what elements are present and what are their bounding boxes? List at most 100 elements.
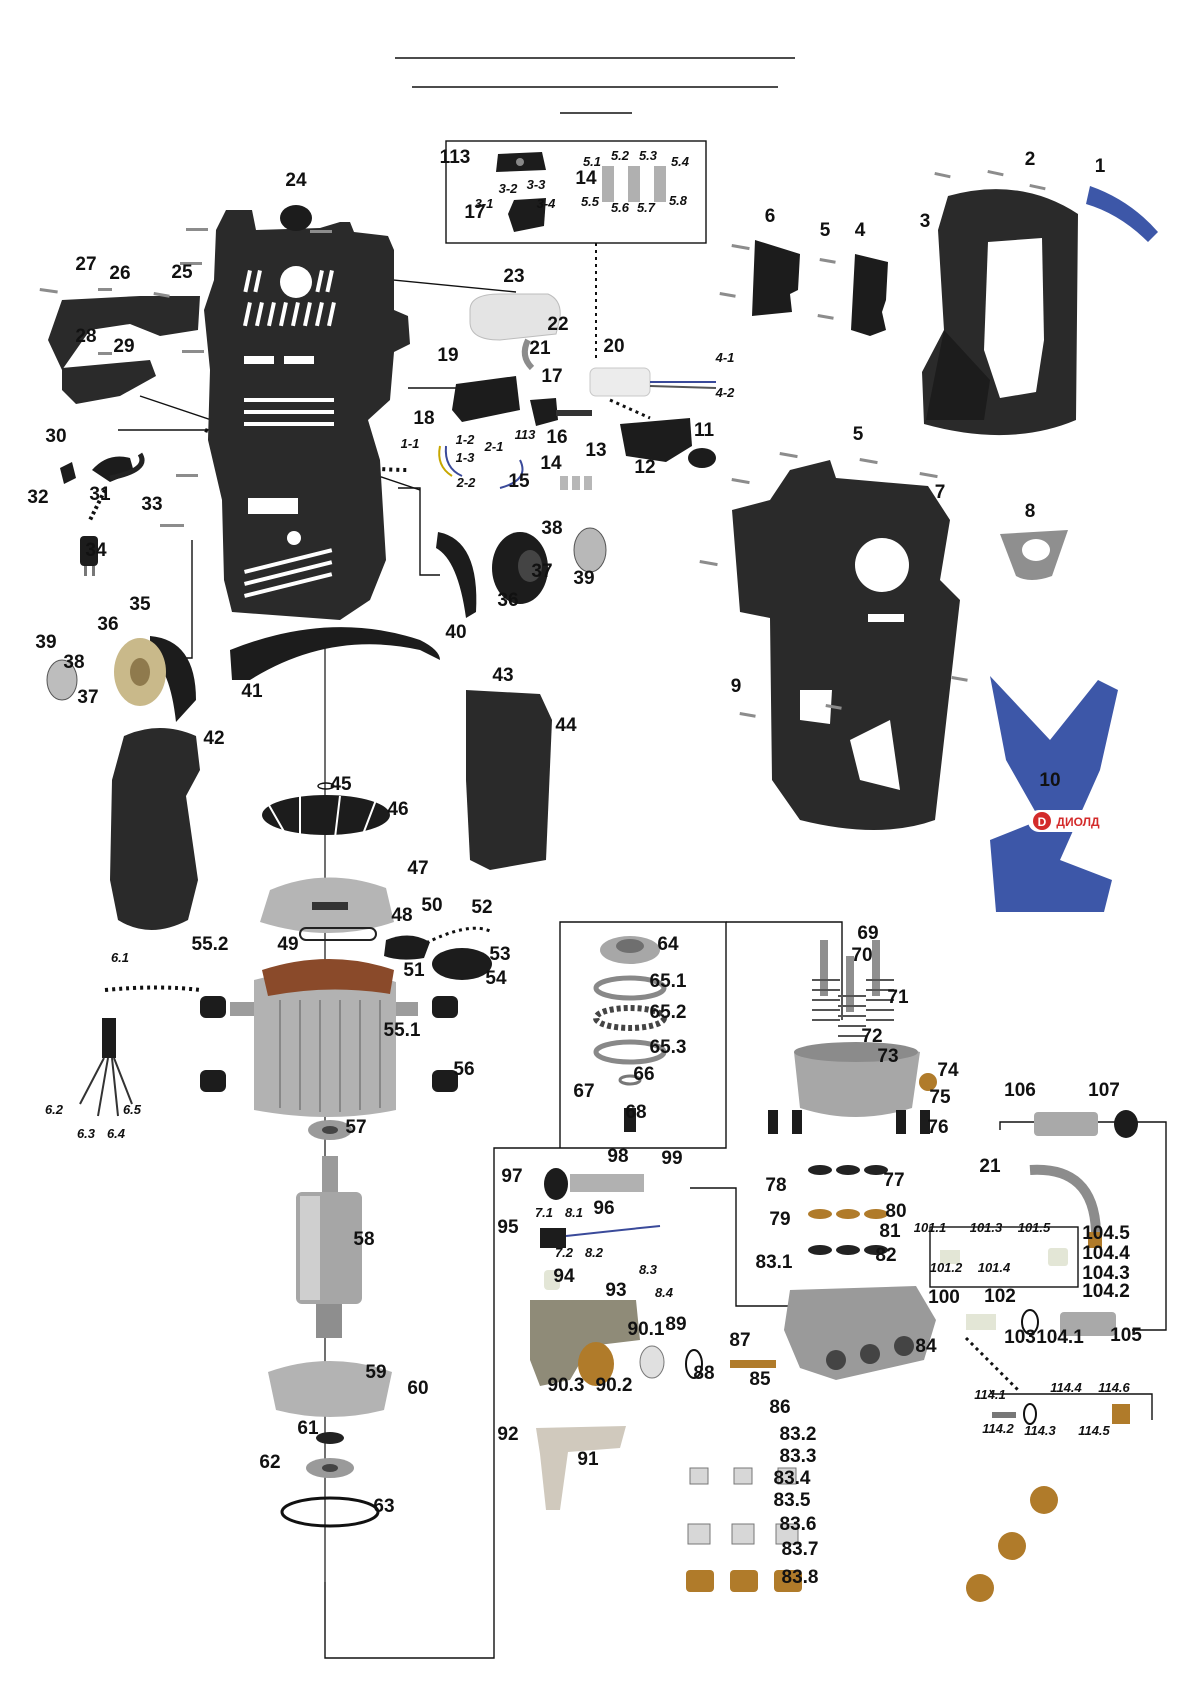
part-number-label: 70	[851, 945, 872, 966]
part-number-label: 101.4	[978, 1260, 1011, 1275]
hose-part-21	[1029, 1164, 1101, 1233]
part-number-label: 5	[820, 220, 831, 241]
part-number-label: 40	[445, 622, 466, 643]
part-number-label: 83.3	[780, 1446, 817, 1467]
part-number-label: 18	[413, 408, 434, 429]
part-number-label: 4	[855, 220, 866, 241]
part-number-label: 42	[203, 728, 224, 749]
part-number-label: 92	[497, 1424, 518, 1445]
part-number-label: 80	[885, 1201, 906, 1222]
part-number-label: 83.6	[780, 1514, 817, 1535]
part-number-label: 4-2	[715, 385, 736, 400]
terminal-block-14	[602, 166, 666, 202]
end-bell-part-48	[260, 877, 394, 933]
part-number-label: 114.2	[982, 1421, 1014, 1436]
part-number-label: 5.3	[639, 148, 658, 163]
part-number-label: 39	[35, 632, 56, 653]
bolt-part-68	[624, 1108, 636, 1132]
part-number-label: 44	[555, 715, 577, 736]
part-number-label: 13	[585, 440, 606, 461]
part-number-label: 37	[531, 561, 552, 582]
part-number-label: 7	[935, 482, 946, 503]
part-number-label: 74	[937, 1060, 959, 1081]
part-number-label: 83.5	[774, 1490, 811, 1511]
part-number-label: 7.1	[535, 1205, 553, 1220]
hose-part-21-top	[521, 338, 535, 371]
part-number-label: 66	[633, 1064, 654, 1085]
part-number-label: 114.5	[1078, 1423, 1110, 1438]
part-number-label: 102	[984, 1286, 1016, 1307]
bearing-part-57	[308, 1120, 352, 1140]
part-number-label: 1	[1095, 156, 1106, 177]
part-number-label: 21	[979, 1156, 1001, 1177]
part-number-label: 47	[407, 858, 428, 879]
cover-part-26	[48, 296, 200, 370]
part-number-label: 39	[573, 568, 594, 589]
part-number-label: 5.8	[669, 193, 688, 208]
switch-housing-part-19	[452, 376, 520, 422]
part-number-label: 76	[927, 1117, 948, 1138]
part-number-label: 14	[575, 168, 597, 189]
part-number-label: 68	[625, 1102, 646, 1123]
part-number-label: 85	[749, 1369, 771, 1390]
part-number-label: 38	[63, 652, 84, 673]
trim-part-8	[1000, 530, 1068, 580]
part-number-label: 11	[694, 420, 715, 441]
rotor-part-58	[296, 1156, 362, 1338]
part-number-label: 1-2	[456, 432, 476, 447]
fan-part-46	[262, 795, 390, 847]
piston-part-87	[730, 1360, 776, 1368]
end-plate-part-59	[268, 1361, 392, 1417]
cap-part-24	[280, 205, 312, 231]
part-number-label: 38	[541, 518, 562, 539]
part-number-label: 107	[1088, 1080, 1120, 1101]
part-number-label: 43	[492, 665, 513, 686]
microswitch-part-95	[540, 1225, 661, 1248]
part-number-label: 65.2	[650, 1002, 687, 1023]
part-number-label: 5.5	[581, 194, 600, 209]
washer-part-66	[618, 1074, 642, 1086]
part-number-label: 4-1	[715, 350, 735, 365]
part-number-label: 50	[421, 895, 442, 916]
part-number-label: 7.2	[555, 1245, 574, 1260]
cap-part-107	[1114, 1110, 1138, 1138]
part-number-label: 114.1	[974, 1387, 1006, 1402]
box-part-12	[620, 418, 692, 462]
shaft-part-98	[570, 1174, 644, 1192]
hub-left-part-39	[46, 659, 78, 701]
part-number-label: 45	[330, 774, 352, 795]
side-cover-part-43	[466, 690, 552, 870]
washers-part-65	[593, 975, 667, 1065]
part-number-label: 19	[437, 345, 458, 366]
switch-box-part-113	[496, 152, 546, 172]
part-number-label: 16	[546, 427, 567, 448]
part-number-label: 106	[1004, 1080, 1036, 1101]
part-number-label: 97	[501, 1166, 522, 1187]
plate-part-91	[536, 1426, 626, 1510]
part-number-label: 32	[27, 487, 48, 508]
hub-right-part-39	[573, 527, 607, 573]
part-number-label: 87	[729, 1330, 750, 1351]
part-number-label: 14	[540, 453, 562, 474]
part-number-label: 8.2	[585, 1245, 604, 1260]
oring-part-63	[280, 1496, 380, 1528]
part-number-label: 48	[391, 905, 412, 926]
valve-parts-114	[992, 1403, 1130, 1425]
part-number-label: 69	[857, 923, 878, 944]
front-panel-part-10: D ДИОЛД	[990, 676, 1118, 912]
part-number-label: 21	[529, 338, 551, 359]
seals-part-77-82	[808, 1165, 888, 1255]
capacitor-part-20	[589, 367, 717, 397]
part-number-label: 41	[241, 681, 263, 702]
part-number-label: 78	[765, 1175, 786, 1196]
part-number-label: 3-3	[527, 177, 547, 192]
part-number-label: 94	[553, 1266, 575, 1287]
part-number-label: 96	[593, 1198, 614, 1219]
outlet-plugs	[966, 1486, 1058, 1602]
part-number-label: 114.6	[1098, 1380, 1130, 1395]
part-number-label: 79	[769, 1209, 790, 1230]
valve-detail-101	[940, 1248, 1068, 1266]
part-number-label: 83.8	[782, 1567, 819, 1588]
part-number-label: 5.4	[671, 154, 690, 169]
